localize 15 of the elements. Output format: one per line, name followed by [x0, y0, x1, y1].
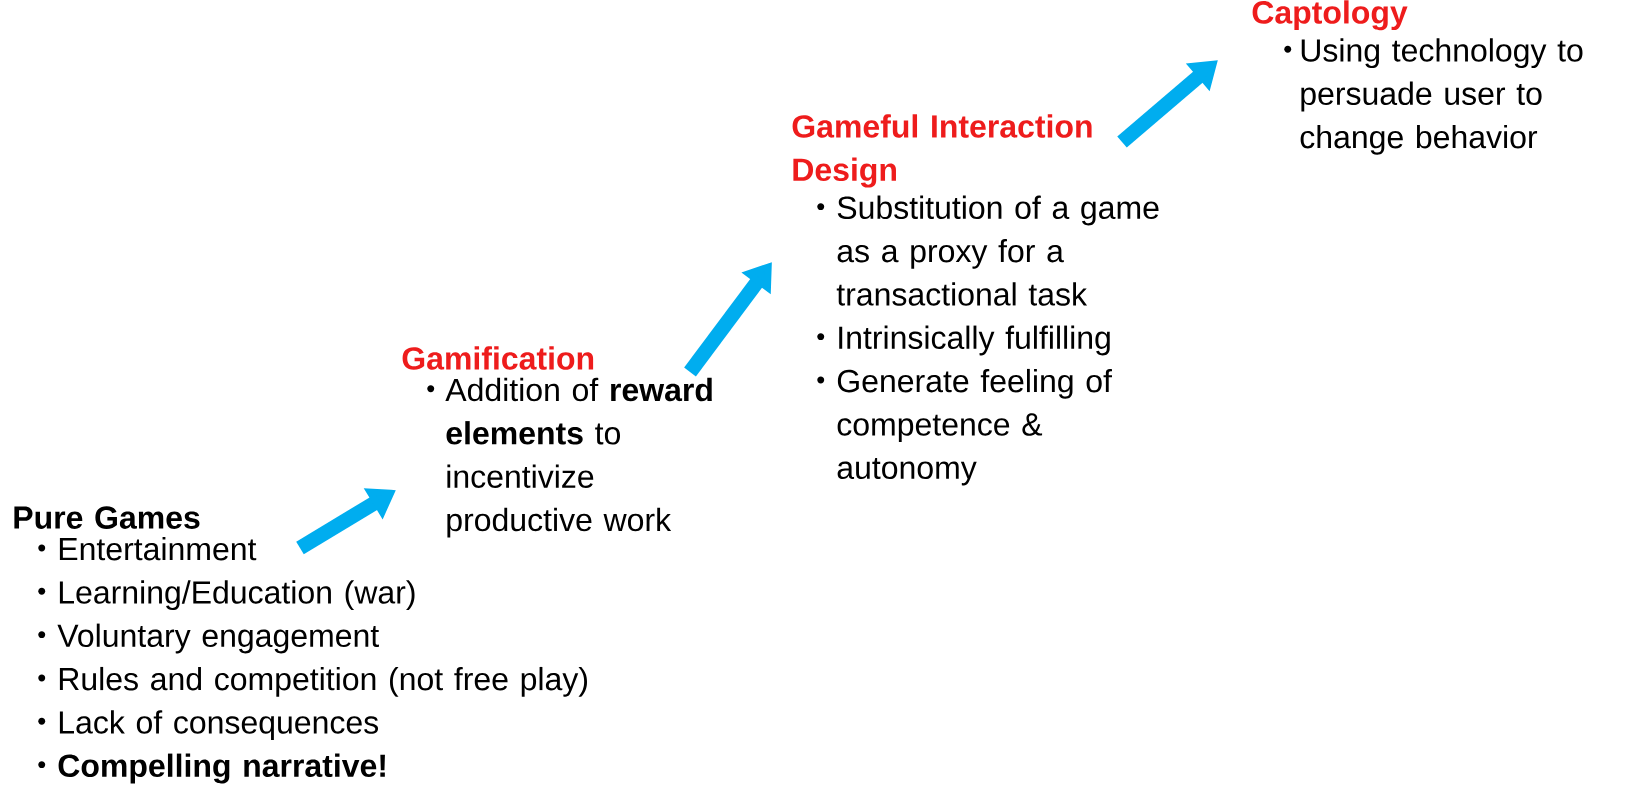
heading: Gamification — [402, 346, 594, 370]
bullet-item: Lack of consequences — [38, 710, 379, 741]
heading: Gameful Interaction Design — [792, 114, 1092, 188]
bullet-item: Learning/Education (war) — [38, 580, 415, 611]
bullet-item: Entertainment — [38, 536, 257, 561]
bullet-item: Substitution of a game as a proxy for a transactional task — [817, 195, 1159, 306]
heading: Pure Games — [14, 506, 200, 529]
bullet-item: Voluntary engagement — [38, 623, 379, 654]
bullet-item: Rules and competition (not free play) — [38, 666, 587, 697]
bullet-item: Compelling narrative! — [38, 753, 385, 784]
bullet-item: Generate feeling of competence & autonomy — [817, 368, 1112, 486]
bullet-item: Using technology to persuade user to change behavior — [1284, 38, 1583, 155]
bullet-item: Intrinsically fulfilling — [817, 325, 1110, 356]
bullet-item: Addition of reward elements to incentivize productive work — [427, 377, 712, 538]
heading: Captology — [1252, 0, 1408, 31]
